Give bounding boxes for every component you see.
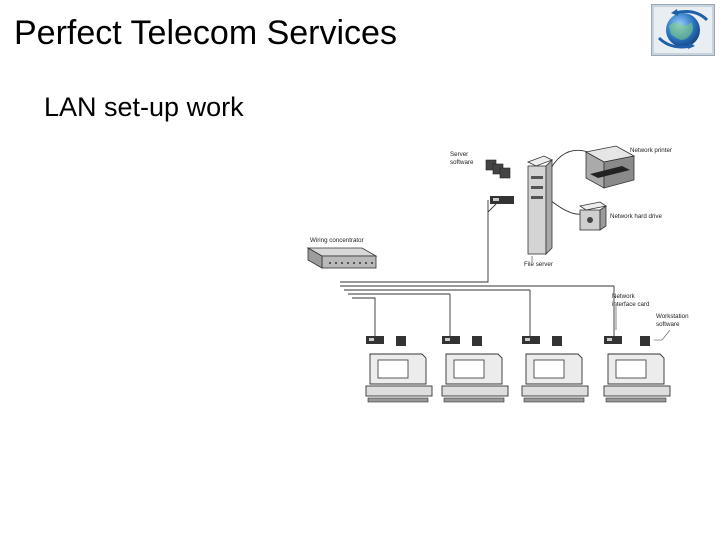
label-nic-1: Network xyxy=(612,293,636,300)
label-file-server: File server xyxy=(524,261,553,268)
label-workstation-software-2: software xyxy=(656,321,680,328)
label-server-software-1: Server xyxy=(450,151,468,158)
slide-subtitle: LAN set-up work xyxy=(44,92,244,122)
server-software-icon xyxy=(485,159,511,179)
lan-diagram: Server software Network printer Network … xyxy=(306,145,689,403)
label-wiring-concentrator: Wiring concentrator xyxy=(310,237,364,244)
network-printer-icon xyxy=(584,145,636,189)
network-hard-drive-icon xyxy=(578,201,608,231)
workstation xyxy=(603,336,671,403)
label-network-printer: Network printer xyxy=(630,147,672,154)
workstation xyxy=(365,336,433,403)
label-server-software-2: software xyxy=(450,159,474,166)
workstation xyxy=(441,336,509,403)
wiring-concentrator xyxy=(306,247,378,269)
file-server xyxy=(527,155,553,255)
server-network-card xyxy=(490,196,514,204)
slide-title: Perfect Telecom Services xyxy=(14,14,397,52)
label-network-hard-drive: Network hard drive xyxy=(610,213,662,220)
workstation xyxy=(521,336,589,403)
label-workstation-software-1: Workstation xyxy=(656,313,689,320)
globe-arrows-icon xyxy=(651,4,715,56)
label-nic-2: interface card xyxy=(612,301,650,308)
